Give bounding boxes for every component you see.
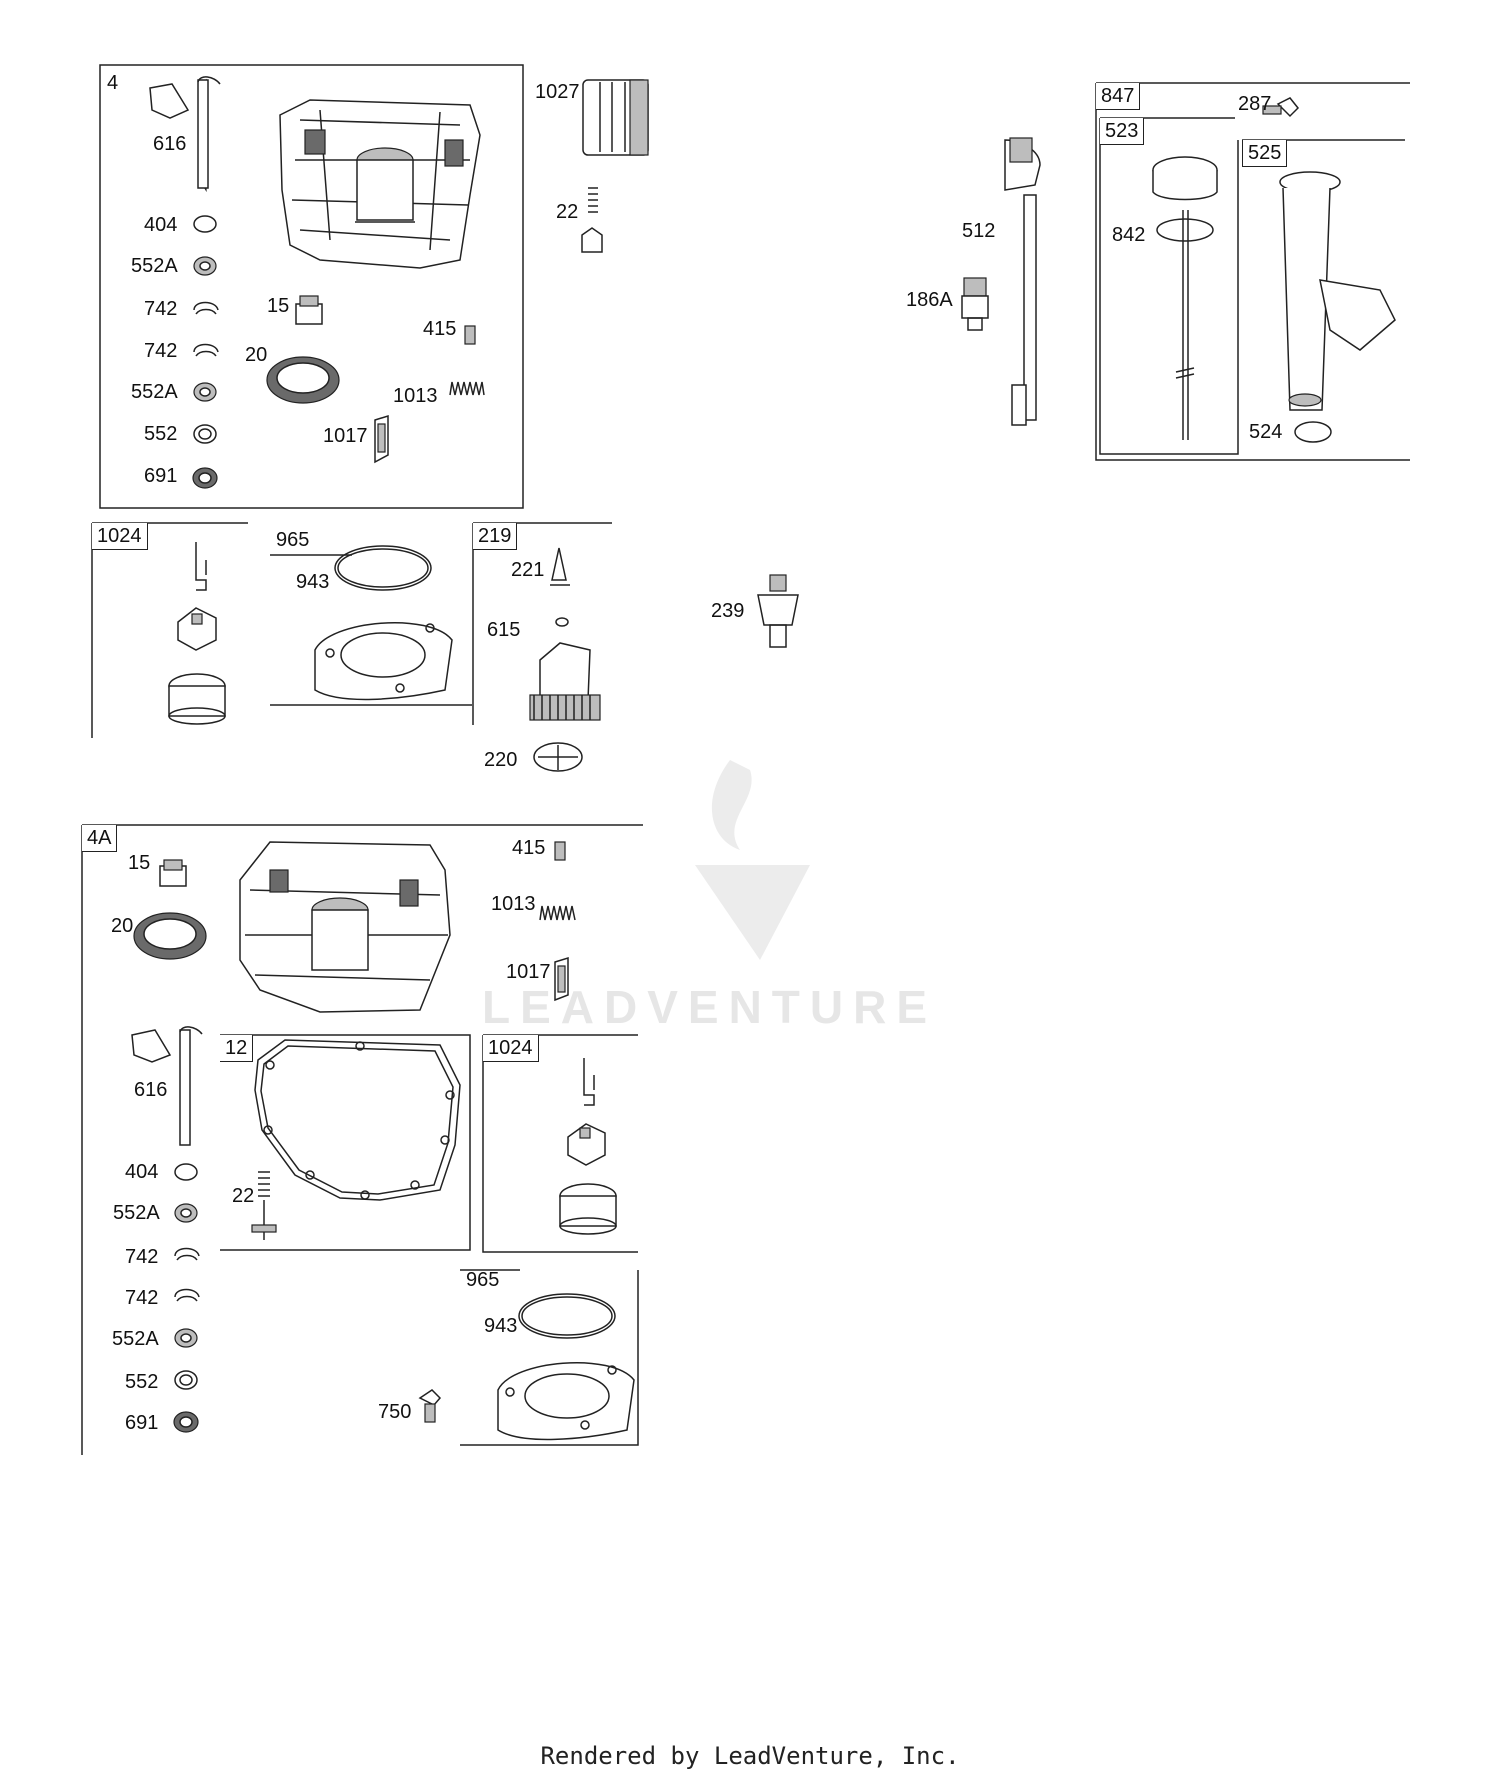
group-tag-965-bottom: 965 [466,1269,500,1291]
callout-842: 842 [1112,224,1146,246]
parts-washers-a [192,215,219,489]
callout-691: 691 [125,1412,159,1434]
callout-15: 15 [128,852,151,874]
frame-847 [1095,82,1410,461]
part-221-pin [550,547,570,586]
leadventure-watermark-text: LEADVENTURE [482,981,938,1033]
callout-943: 943 [296,571,330,593]
part-15-plug-a [295,295,323,325]
part-1013-a [449,381,485,396]
part-1024-top [168,542,226,725]
part-22-valve-b [251,1171,277,1240]
callout-15: 15 [267,295,290,317]
part-1024-bottom [559,1058,617,1235]
callout-1027: 1027 [535,81,580,103]
part-220 [533,742,583,772]
group-frames [81,64,1410,1455]
part-842-dipstick [1152,156,1218,440]
group-tag-4: 4 [107,72,119,94]
callout-221: 221 [511,559,545,581]
group-tag-4a: 4A [82,825,118,852]
leadventure-watermark-logo [695,760,810,960]
callout-415: 415 [423,318,457,340]
group-tag-1024-top: 1024 [92,523,148,550]
group-tag-219: 219 [473,523,518,550]
callout-742: 742 [144,340,178,362]
callout-20: 20 [245,344,268,366]
callout-524: 524 [1249,421,1283,443]
part-15-plug-b [159,859,187,887]
callout-20: 20 [111,915,134,937]
callout-616: 616 [153,133,187,155]
callout-22: 22 [556,201,579,223]
callout-552a: 552A [131,381,178,403]
group-tag-523: 523 [1100,118,1145,145]
frame-12 [220,1034,471,1251]
callout-552a: 552A [113,1202,160,1224]
callout-1013: 1013 [491,893,536,915]
group-tag-965-top: 965 [276,529,310,551]
part-20-seal-b [133,912,207,960]
part-239 [757,574,799,648]
callout-1017: 1017 [323,425,368,447]
part-1013-b [539,905,576,921]
part-616-shaft-b [131,1026,203,1146]
part-sump-cover-b [239,841,451,1013]
group-tag-847: 847 [1096,83,1141,110]
part-186A [961,277,989,331]
part-1017-a [374,414,389,464]
part-965-bottom [497,1293,635,1441]
frame-965-bottom [460,1269,639,1446]
callout-616: 616 [134,1079,168,1101]
callout-552: 552 [125,1371,159,1393]
callout-742: 742 [125,1246,159,1268]
callout-512: 512 [962,220,996,242]
group-tag-12: 12 [220,1035,254,1062]
part-22-valve-a [581,187,603,253]
part-1027-filter [582,79,649,156]
part-287-bolt [1262,97,1300,118]
parts-washers-b [173,1163,200,1433]
part-1017-b [554,956,569,1002]
callout-552: 552 [144,423,178,445]
callout-239: 239 [711,600,745,622]
group-tag-525: 525 [1242,140,1288,167]
part-750-screw [418,1389,442,1423]
callout-742: 742 [125,1287,159,1309]
callout-552a: 552A [112,1328,159,1350]
part-20-seal-a [266,356,340,404]
part-12-gasket [254,1039,461,1201]
callout-1017: 1017 [506,961,551,983]
callout-415: 415 [512,837,546,859]
callout-691: 691 [144,465,178,487]
callout-404: 404 [125,1161,159,1183]
footer-rendered-by: Rendered by LeadVenture, Inc. [540,1742,960,1770]
frame-965-top [270,554,472,706]
callout-943: 943 [484,1315,518,1337]
callout-220: 220 [484,749,518,771]
callout-404: 404 [144,214,178,236]
frame-4 [99,64,524,509]
group-tag-1024-bottom: 1024 [483,1035,539,1062]
callout-22: 22 [232,1185,255,1207]
part-616-shaft-a [149,76,221,193]
callout-750: 750 [378,1401,412,1423]
part-sump-cover-a [279,99,481,269]
part-965-top [314,545,453,701]
callout-287: 287 [1238,93,1272,115]
part-415-b [554,841,566,861]
callout-615: 615 [487,619,521,641]
part-615-gear [529,617,601,721]
part-512-dipstick-tube [1004,137,1041,426]
frame-4a [81,824,643,1455]
part-415-a [464,325,476,345]
callout-1013: 1013 [393,385,438,407]
callout-742: 742 [144,298,178,320]
part-525-tube [1279,171,1396,443]
callout-552a: 552A [131,255,178,277]
callout-186a: 186A [906,289,953,311]
